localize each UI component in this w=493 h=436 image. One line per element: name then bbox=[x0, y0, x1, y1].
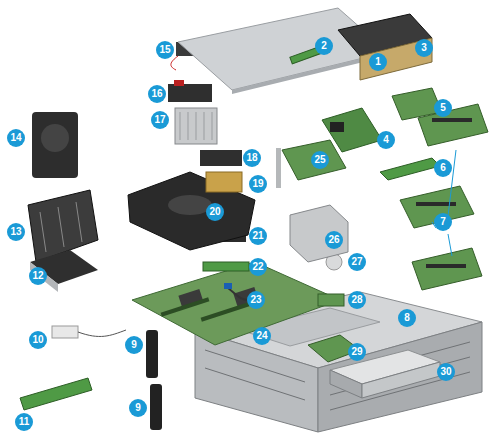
fan-cage bbox=[28, 190, 98, 262]
dimm bbox=[203, 262, 249, 271]
callout-number: 14 bbox=[7, 129, 25, 147]
callout-number: 2 bbox=[315, 37, 333, 55]
callout-number: 15 bbox=[156, 41, 174, 59]
module bbox=[168, 84, 212, 102]
board bbox=[380, 158, 440, 180]
callout-number: 16 bbox=[148, 85, 166, 103]
callout-number: 11 bbox=[15, 413, 33, 431]
bracket bbox=[276, 148, 281, 188]
connector bbox=[224, 283, 232, 289]
gpu-card bbox=[360, 38, 432, 80]
module bbox=[52, 326, 78, 338]
backplanes bbox=[400, 104, 488, 290]
backplane bbox=[20, 378, 92, 410]
heatsink bbox=[175, 108, 217, 144]
callout-number: 3 bbox=[415, 39, 433, 57]
callout-number: 10 bbox=[29, 331, 47, 349]
cpu bbox=[206, 172, 242, 192]
callout-number: 23 bbox=[247, 291, 265, 309]
board bbox=[318, 294, 344, 306]
callout-number: 9 bbox=[129, 399, 147, 417]
motherboard-parts bbox=[161, 287, 259, 322]
callout-number: 25 bbox=[311, 151, 329, 169]
air-shroud bbox=[128, 172, 255, 250]
cable bbox=[78, 330, 126, 336]
drive bbox=[30, 250, 98, 284]
port bbox=[330, 122, 344, 132]
connector bbox=[174, 80, 184, 86]
fan bbox=[32, 112, 78, 178]
callout-number: 5 bbox=[434, 99, 452, 117]
riser bbox=[290, 205, 348, 262]
callout-number: 28 bbox=[348, 291, 366, 309]
callout-number: 7 bbox=[434, 213, 452, 231]
callout-number: 29 bbox=[348, 343, 366, 361]
power-supply bbox=[330, 350, 440, 398]
callout-number: 1 bbox=[369, 53, 387, 71]
callout-number: 21 bbox=[249, 227, 267, 245]
callout-number: 27 bbox=[348, 253, 366, 271]
callout-number: 22 bbox=[249, 258, 267, 276]
callout-number: 12 bbox=[29, 267, 47, 285]
cable bbox=[171, 56, 178, 70]
callout-number: 20 bbox=[206, 203, 224, 221]
callout-number: 8 bbox=[398, 309, 416, 327]
rack-ear bbox=[150, 384, 162, 430]
callout-number: 13 bbox=[7, 223, 25, 241]
pcie-card bbox=[282, 140, 346, 180]
callout-number: 24 bbox=[253, 327, 271, 345]
callout-number: 26 bbox=[325, 231, 343, 249]
callout-number: 4 bbox=[377, 131, 395, 149]
drive bbox=[30, 262, 58, 292]
cable bbox=[228, 288, 248, 300]
cpu-bracket bbox=[200, 150, 242, 166]
callout-number: 18 bbox=[243, 149, 261, 167]
callout-number: 30 bbox=[437, 363, 455, 381]
callout-number: 9 bbox=[125, 336, 143, 354]
callout-number: 17 bbox=[151, 111, 169, 129]
callout-number: 19 bbox=[249, 175, 267, 193]
rack-ear bbox=[146, 330, 158, 378]
motherboard bbox=[132, 262, 340, 345]
callout-number: 6 bbox=[434, 159, 452, 177]
network-card bbox=[322, 108, 382, 152]
